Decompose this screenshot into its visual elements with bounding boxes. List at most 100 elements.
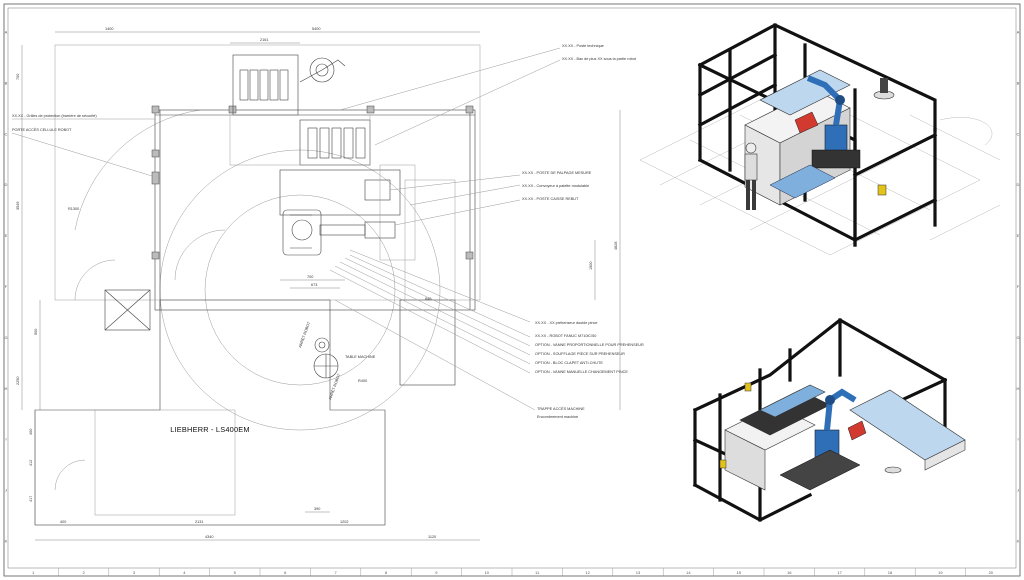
dimension-label: 390: [314, 507, 320, 511]
dimension-label: 700: [16, 74, 20, 80]
grid-row-label: H: [5, 386, 8, 391]
grid-column-label: 5: [234, 570, 237, 575]
isometric-view-bottom: [692, 318, 966, 522]
grid-row-label: J: [5, 488, 7, 493]
machine-table: [313, 337, 339, 379]
sensor-box: [877, 184, 887, 196]
grid-row-label: F: [1017, 284, 1020, 289]
grid-row-label: I: [1017, 437, 1018, 442]
grid-column-label: 18: [888, 570, 893, 575]
dimension-label: 673: [311, 283, 317, 287]
radial-label: TABLE MACHINE: [345, 355, 376, 359]
callout-text: XX.XX - ROBOT FANUC M710iC/50: [535, 334, 596, 338]
callout-text: XX.XX - POSTE DE PALPAGE MESURE: [522, 171, 592, 175]
robot-reach-arc: [159, 149, 441, 431]
dimension-lines: [21, 31, 621, 541]
dimension-label: 1400: [105, 27, 113, 31]
operator-figure: [744, 142, 758, 210]
dimension-label: 2161: [260, 38, 268, 42]
dimension-label: R400: [358, 379, 367, 383]
grid-row-label: C: [5, 131, 8, 136]
grid-row-label: G: [4, 335, 7, 340]
grid-column-label: 16: [787, 570, 792, 575]
grid-row-label: K: [1017, 539, 1020, 544]
grid-column-label: 7: [334, 570, 337, 575]
grid-row-label: A: [1017, 29, 1020, 34]
pallet-slots-top: [239, 69, 289, 101]
grid-row-label: D: [1017, 182, 1020, 187]
sensor-box: [744, 382, 752, 392]
measure-probe: [364, 179, 391, 201]
grid-row-label: F: [5, 284, 8, 289]
grid-column-label: 2: [82, 570, 85, 575]
sensor-box: [719, 459, 727, 469]
robot-3d-bottom: [779, 388, 861, 491]
grid-column-label: 15: [737, 570, 742, 575]
callout-text: OPTION - VANNE PROPORTIONNELLE POUR PREH…: [535, 343, 644, 347]
small-robot-icon: [873, 78, 895, 100]
dimension-label: R1300: [68, 207, 79, 211]
fence-post: [465, 251, 474, 260]
dimension-label: 2131: [195, 520, 203, 524]
hmi-screen: [847, 420, 867, 441]
dimension-label: 400: [29, 429, 33, 435]
dimension-label: 4828: [614, 242, 618, 250]
access-hatch: [104, 289, 151, 331]
grid-column-label: 14: [686, 570, 691, 575]
dimension-label: 900: [34, 329, 38, 335]
small-fixture: [884, 466, 902, 474]
dimension-label: 417: [29, 496, 33, 502]
grid-column-label: 17: [837, 570, 842, 575]
dimension-label: 5400: [312, 27, 320, 31]
callout-text: XX.XX - POSTE CAISSE REBUT: [522, 197, 579, 201]
grid-row-label: I: [5, 437, 6, 442]
cell-encumbrance: [54, 44, 481, 301]
fence-post: [465, 105, 474, 114]
grid-row-label: K: [5, 539, 8, 544]
grid-row-label: E: [5, 233, 8, 238]
measure-station: [279, 169, 401, 216]
grid-row-label: J: [1017, 488, 1019, 493]
grid-row-label: G: [1016, 335, 1019, 340]
grid-row-label: C: [1017, 131, 1020, 136]
sheet-inner-border: [7, 7, 1017, 569]
dimension-label: 2250: [16, 377, 20, 385]
isometric-view-top: [639, 23, 1001, 256]
grid-column-label: 10: [485, 570, 490, 575]
callout-text: OPTION - SOUFFLAGE PIECE SUR PREHENSEUR: [535, 352, 625, 356]
grid-column-label: 9: [435, 570, 438, 575]
grid-row-label: A: [5, 29, 8, 34]
door-swing-arc-small: [74, 259, 116, 301]
fence-post: [228, 105, 237, 114]
robot-icon-top: [299, 57, 346, 83]
callout-text: TRAPPE ACCÈS MACHINE: [537, 406, 585, 411]
door-swing-arc: [74, 109, 201, 231]
grid-row-label: B: [1017, 80, 1020, 85]
fence-post: [151, 251, 160, 260]
grid-column-label: 6: [284, 570, 287, 575]
door-hinge: [151, 171, 160, 185]
callout-text: XX.XX - Convoyeur à palette modulable: [522, 184, 589, 188]
dimension-label: 1120: [428, 535, 436, 539]
conveyor-right-upper: [404, 179, 456, 301]
grid-column-label: 3: [133, 570, 136, 575]
grid-row-label: D: [5, 182, 8, 187]
callout-text: XX.XX - Poste technique: [562, 44, 604, 48]
dimension-label: 840: [425, 297, 431, 301]
grid-column-label: 19: [938, 570, 943, 575]
grid-row-label: H: [1017, 386, 1020, 391]
radial-label: ARRÊT ROBOT: [297, 320, 311, 348]
grid-column-label: 4: [183, 570, 186, 575]
door-swing-arc-mid: [174, 229, 226, 281]
radial-label: ARRÊT ROBOT: [327, 372, 341, 400]
grid-row-label: E: [1017, 233, 1020, 238]
callout-text: OPTION - VANNE MANUELLE CHANGEMENT PINCE: [535, 370, 628, 374]
dimension-label: 400: [60, 520, 66, 524]
machine-outline: [34, 299, 386, 526]
robot-plan-central: [282, 209, 396, 256]
robot-reach-arc-inner: [204, 194, 396, 386]
dimension-label: 4340: [205, 535, 213, 539]
grid-column-label: 11: [535, 570, 540, 575]
callout-text: XX.XX - Grilles de protection (barrière …: [12, 114, 97, 118]
conveyor-outline: [229, 114, 371, 166]
